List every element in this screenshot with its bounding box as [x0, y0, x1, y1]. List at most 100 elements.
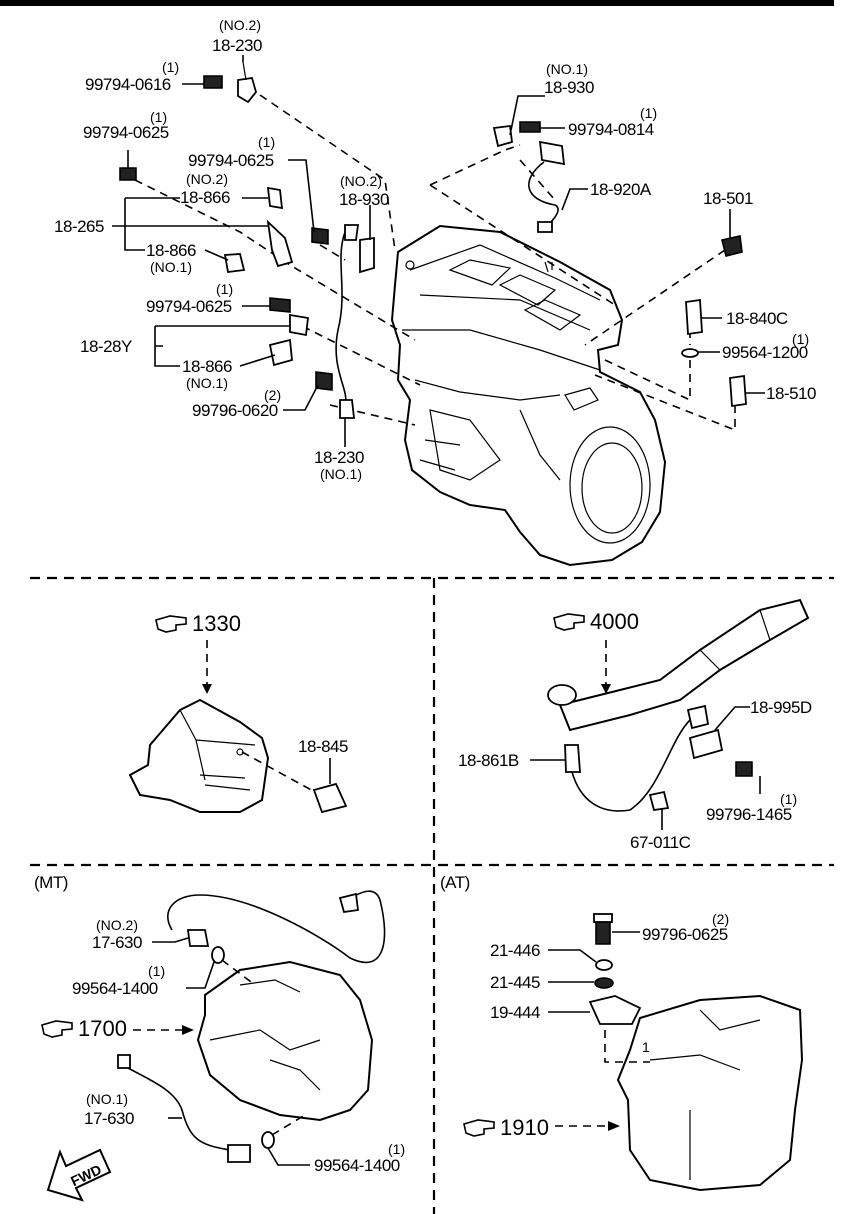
label-99564-1200-qty: (1)	[792, 331, 809, 347]
bracket-18-265	[266, 219, 294, 268]
pointing-hand-icon	[553, 613, 585, 631]
exhaust-pipe	[547, 598, 810, 732]
switch-19-444	[588, 995, 642, 1025]
bolt-99796-0620	[315, 371, 333, 391]
label-99564-1200: 99564-1200	[722, 343, 808, 362]
label-99796-0620: 99796-0620	[192, 401, 278, 420]
sensor-18-840c	[685, 298, 703, 336]
bolt-99796-1465	[735, 761, 753, 777]
washer-99564-1200	[681, 348, 699, 358]
pointing-hand-icon	[463, 1119, 495, 1137]
bracket-18-28y	[289, 313, 309, 337]
bolt-99794-0625-a	[119, 150, 137, 181]
label-18-845: 18-845	[298, 737, 348, 756]
sensor-18-845	[312, 758, 348, 814]
sensor-18-501	[721, 235, 743, 257]
label-18-866-no1-a: 18-866	[146, 241, 196, 260]
label-18-866-no2: 18-866	[180, 188, 230, 207]
section-at: (AT) 1 (2) 99796-0625 21-446 21-445 19-4…	[440, 873, 804, 1192]
bracket-18-866-no2	[266, 186, 284, 210]
label-18-866-no1-b-qual: (NO.1)	[186, 375, 228, 391]
section-4000: 4000 18-995D 18-861B (1) 99796-1465 6	[458, 598, 812, 852]
bolt-99794-0616	[203, 75, 223, 89]
sensor-18-930-no1	[492, 121, 541, 148]
label-19-444: 19-444	[490, 1003, 540, 1022]
label-21-445: 21-445	[490, 973, 540, 992]
sensor-18-510	[729, 374, 747, 408]
label-18-861b: 18-861B	[458, 751, 519, 770]
label-99794-0625-b-qty: (1)	[258, 134, 275, 150]
top-border	[0, 0, 834, 6]
label-99796-0620-qty: (2)	[264, 387, 281, 403]
sensor-17-630-no2-wire	[167, 890, 386, 964]
bolt-99794-0625-c	[269, 297, 291, 313]
label-17-630-no2: 17-630	[92, 933, 142, 952]
label-99564-1400-a: 99564-1400	[72, 979, 158, 998]
label-99796-1465: 99796-1465	[706, 805, 792, 824]
sensor-18-230-no2	[237, 61, 257, 104]
label-18-230-no2: 18-230	[212, 36, 262, 55]
label-99794-0814: 99794-0814	[568, 120, 654, 139]
ref-4000: 4000	[590, 609, 639, 634]
pointing-hand-icon	[41, 1020, 73, 1038]
label-99796-0625-qty: (2)	[712, 911, 729, 927]
bracket-18-866-no1-a	[223, 253, 246, 273]
label-99794-0625-c-qty: (1)	[216, 281, 233, 297]
label-18-930-no1: 18-930	[544, 78, 594, 97]
label-21-446: 21-446	[490, 941, 540, 960]
heading-at: (AT)	[440, 873, 470, 892]
label-18-510: 18-510	[766, 384, 816, 403]
transmission-at	[616, 994, 804, 1192]
label-18-230-no2-qual: (NO.2)	[219, 17, 261, 33]
clip-67-011c	[648, 790, 670, 812]
washer-99564-1400-a	[211, 946, 225, 964]
label-18-930-no1-qual: (NO.1)	[546, 61, 588, 77]
label-18-230-no1-qual: (NO.1)	[320, 466, 362, 482]
label-67-011c: 67-011C	[630, 833, 691, 852]
sensor-18-930-no2-wire	[335, 224, 375, 419]
label-18-995d: 18-995D	[750, 698, 812, 717]
label-18-28y: 18-28Y	[80, 337, 132, 356]
ref-1330: 1330	[192, 611, 241, 636]
bolt-99794-0625-b	[311, 227, 329, 245]
label-18-920a: 18-920A	[590, 180, 652, 199]
ref-1910: 1910	[500, 1115, 549, 1140]
label-18-265: 18-265	[54, 217, 104, 236]
label-18-930-no2: 18-930	[339, 190, 389, 209]
label-99794-0625-a: 99794-0625	[83, 123, 169, 142]
label-18-866-no1-a-qual: (NO.1)	[150, 259, 192, 275]
label-18-930-no2-qual: (NO.2)	[340, 173, 382, 189]
label-99796-1465-qty: (1)	[780, 791, 797, 807]
label-17-630-no2-qual: (NO.2)	[96, 917, 138, 933]
label-99794-0616-qty: (1)	[162, 59, 179, 75]
bracket-18-995d	[688, 728, 724, 760]
label-18-866-no2-qual: (NO.2)	[186, 171, 228, 187]
label-99794-0625-a-qty: (1)	[150, 109, 167, 125]
sensor-18-920a	[528, 140, 566, 233]
label-17-630-no1-qual: (NO.1)	[86, 1091, 128, 1107]
ref-1700: 1700	[78, 1016, 127, 1041]
forward-arrow-icon: FWD	[46, 1148, 112, 1202]
label-99794-0814-qty: (1)	[640, 105, 657, 121]
label-99794-0616: 99794-0616	[85, 75, 171, 94]
mark-1: 1	[642, 1039, 650, 1055]
sensor-18-861b-wire	[564, 704, 710, 812]
label-99794-0625-b: 99794-0625	[188, 151, 274, 170]
pointing-hand-icon	[155, 615, 187, 633]
bracket-18-866-no1-b	[268, 338, 293, 367]
label-99564-1400-b: 99564-1400	[314, 1156, 400, 1175]
section-1330: 1330 18-845	[128, 611, 348, 814]
label-18-840c: 18-840C	[726, 309, 788, 328]
label-17-630-no1: 17-630	[84, 1109, 134, 1128]
washer-21-445	[594, 977, 614, 989]
engine-block	[390, 224, 667, 567]
label-18-501: 18-501	[703, 189, 753, 208]
label-99796-0625: 99796-0625	[642, 925, 728, 944]
bolt-99796-0625	[593, 913, 613, 945]
sensor-17-630-no1-wire	[117, 1054, 251, 1163]
section-mt: (MT) 1700	[34, 873, 405, 1202]
label-99564-1400-b-qty: (1)	[388, 1141, 405, 1157]
transmission-mt	[196, 960, 374, 1122]
label-18-230-no1: 18-230	[314, 448, 364, 467]
